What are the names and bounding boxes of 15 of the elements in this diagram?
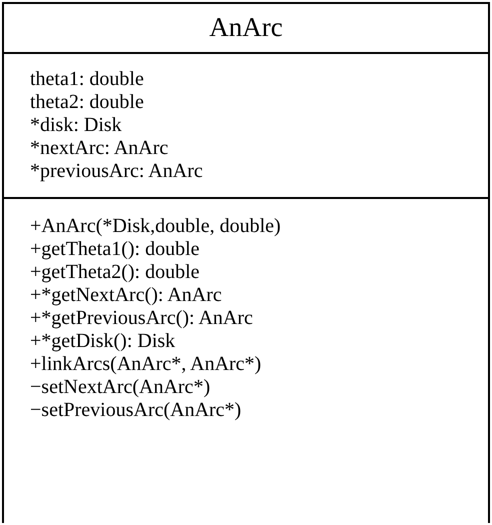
attribute-text: theta2: double <box>30 91 144 114</box>
attribute-text: theta1: double <box>30 68 144 91</box>
method-text: +*getPreviousArc(): AnArc <box>30 307 253 330</box>
method-text: −setNextArc(AnArc*) <box>30 376 210 399</box>
method-text: +getTheta2(): double <box>30 261 200 284</box>
method-text: −setPreviousArc(AnArc*) <box>30 399 242 422</box>
attribute-text: *previousArc: AnArc <box>30 160 203 183</box>
method-text: +*getDisk(): Disk <box>30 330 176 353</box>
method-text: +getTheta1(): double <box>30 238 200 261</box>
attribute-text: *nextArc: AnArc <box>30 137 168 160</box>
attribute-text: *disk: Disk <box>30 114 122 137</box>
class-name: AnArc <box>208 11 284 44</box>
method-text: +AnArc(*Disk,double, double) <box>30 215 281 238</box>
method-text: +*getNextArc(): AnArc <box>30 284 222 307</box>
method-text: +linkArcs(AnArc*, AnArc*) <box>30 353 262 376</box>
